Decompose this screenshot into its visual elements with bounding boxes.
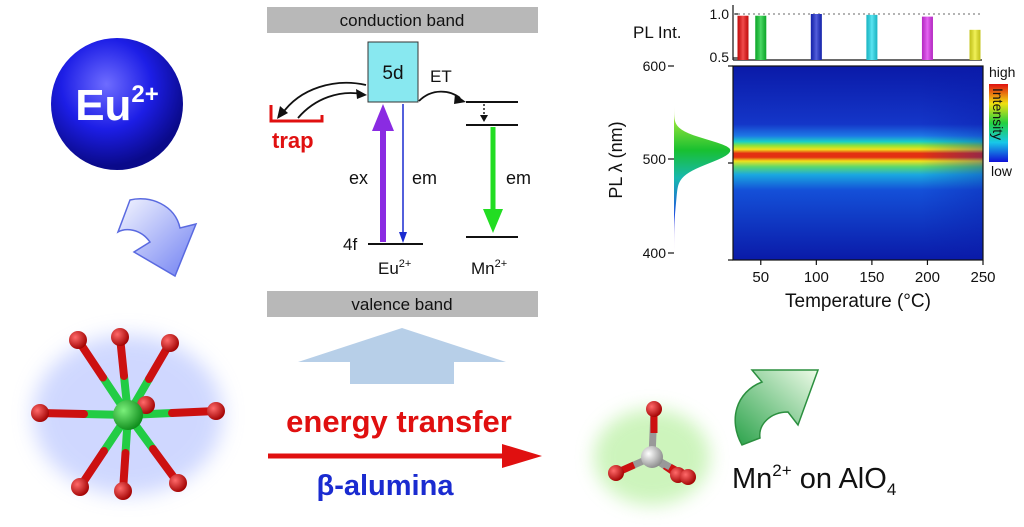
level-5d-label: 5d bbox=[382, 63, 403, 84]
energy-transfer-label: energy transfer bbox=[286, 404, 512, 439]
eu-em-label: em bbox=[412, 168, 437, 188]
host-material-label: β-alumina bbox=[317, 470, 455, 502]
heatmap-xtick: 200 bbox=[915, 269, 940, 286]
heatmap-xtick: 50 bbox=[752, 269, 769, 286]
mn-em-label: em bbox=[506, 168, 531, 188]
bar-chart-ylabel: PL Int. bbox=[633, 23, 682, 42]
alo4-tetrahedron-molecule bbox=[594, 401, 710, 505]
light-blue-up-arrow-icon bbox=[298, 328, 506, 384]
trap-label: trap bbox=[272, 128, 314, 153]
trap-well bbox=[269, 105, 324, 123]
pl-heatmap: 50 100 150 200 250 Temperature (°C) bbox=[728, 65, 996, 312]
oxygen-atom bbox=[71, 478, 89, 496]
eu-coordination-molecule bbox=[31, 328, 225, 500]
oxygen-atom bbox=[111, 328, 129, 346]
conduction-band-label: conduction band bbox=[340, 11, 465, 30]
oxygen-atom bbox=[114, 482, 132, 500]
colorbar-high: high bbox=[989, 64, 1015, 80]
mn-site-label: Mn2+ on AlO4 bbox=[732, 461, 896, 499]
et-arrow bbox=[418, 90, 461, 102]
oxygen-atom bbox=[169, 474, 187, 492]
svg-text:Eu2+: Eu2+ bbox=[75, 81, 159, 130]
heatmap-xlabel: Temperature (°C) bbox=[785, 291, 931, 312]
eu-ion-label: Eu2+ bbox=[378, 258, 411, 278]
heatmap-ylabel: PL λ (nm) bbox=[606, 121, 626, 198]
eu-sphere: Eu2+ bbox=[51, 38, 183, 170]
oxygen-atom bbox=[207, 402, 225, 420]
label-4f: 4f bbox=[343, 235, 357, 254]
trap-release-arrow bbox=[297, 92, 363, 119]
pl-spectrum-profile: 600 500 400 PL λ (nm) bbox=[606, 58, 731, 261]
green-curved-arrow-icon bbox=[734, 369, 820, 446]
heatmap-xtick: 250 bbox=[970, 269, 995, 286]
level-5d-box bbox=[367, 41, 419, 103]
intensity-colorbar: high low Intensity bbox=[989, 64, 1015, 179]
oxygen-atom bbox=[161, 334, 179, 352]
colorbar-gradient bbox=[989, 84, 1008, 162]
pl-charts: PL Int. 1.0 0.5 600 500 400 PL λ (nm) bbox=[606, 5, 1015, 312]
spectrum-ytick-600: 600 bbox=[643, 58, 667, 74]
mn-ion-label: Mn2+ bbox=[471, 258, 507, 278]
valence-band-label: valence band bbox=[351, 295, 452, 314]
pl-intensity-bar-chart: PL Int. 1.0 0.5 bbox=[633, 5, 982, 65]
eu-sphere-symbol: Eu bbox=[75, 81, 131, 130]
blue-curved-arrow-icon bbox=[116, 198, 198, 278]
conduction-band bbox=[267, 7, 538, 33]
heatmap-xtick: 150 bbox=[859, 269, 884, 286]
spectrum-ytick-400: 400 bbox=[643, 245, 667, 261]
trap-capture-arrow bbox=[281, 81, 367, 115]
valence-band bbox=[267, 291, 538, 317]
bar-ytick-bottom: 0.5 bbox=[710, 49, 730, 65]
spectrum-ytick-500: 500 bbox=[643, 151, 667, 167]
eu-sphere-charge: 2+ bbox=[131, 81, 158, 108]
bar-ytick-top: 1.0 bbox=[710, 6, 730, 22]
energy-level-diagram: conduction band valence band 5d trap ET … bbox=[267, 7, 538, 317]
ex-label: ex bbox=[349, 168, 368, 188]
et-label: ET bbox=[430, 67, 452, 86]
oxygen-atom bbox=[69, 331, 87, 349]
colorbar-title: Intensity bbox=[990, 88, 1006, 140]
colorbar-low: low bbox=[991, 163, 1013, 179]
heatmap-xtick: 100 bbox=[804, 269, 829, 286]
energy-transfer-arrow bbox=[268, 444, 542, 468]
spectrum-curve bbox=[674, 66, 731, 253]
oxygen-atom bbox=[31, 404, 49, 422]
